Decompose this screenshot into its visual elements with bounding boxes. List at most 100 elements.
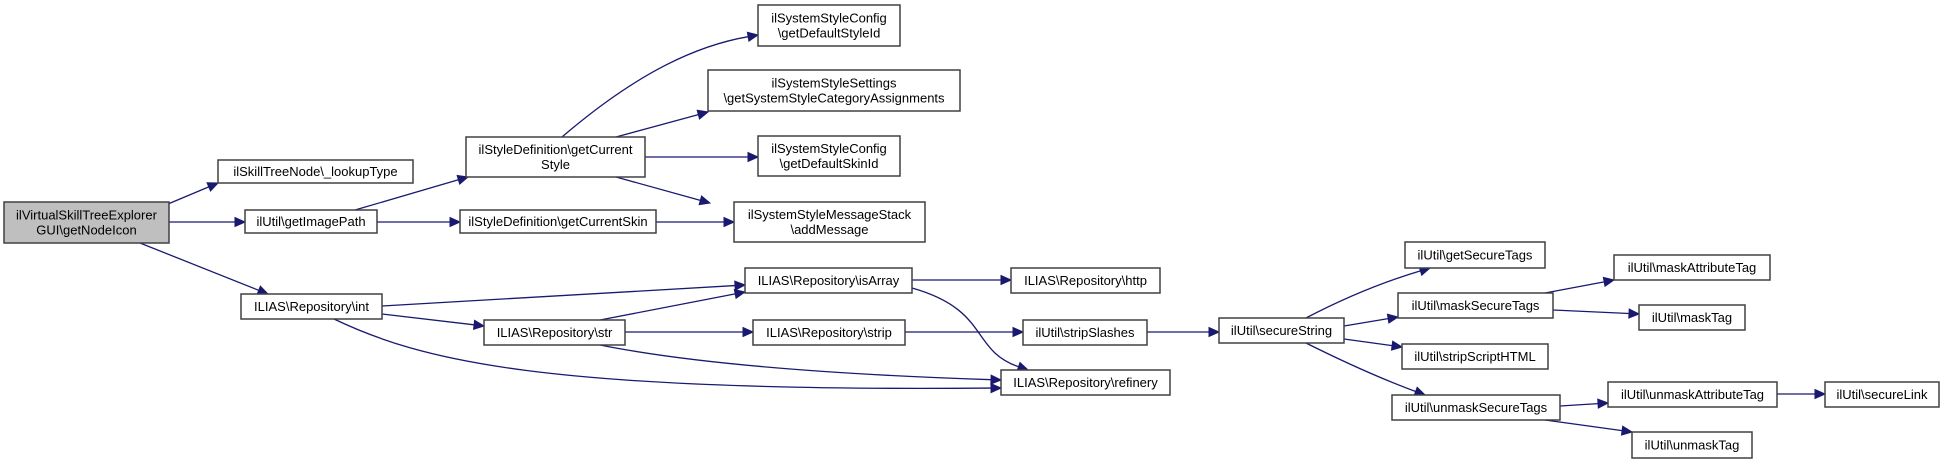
- arrowhead-icon: [723, 216, 736, 228]
- arrowhead-icon: [1208, 326, 1221, 338]
- node-box: [217, 159, 414, 184]
- node-label: ilSystemStyleConfig: [771, 11, 887, 26]
- node-isArray[interactable]: ILIAS\Repository\isArray: [744, 267, 913, 294]
- node-label: Style: [541, 157, 570, 172]
- arrowhead-icon: [746, 31, 760, 42]
- node-addMessage[interactable]: ilSystemStyleMessageStack\addMessage: [733, 201, 926, 243]
- edge-getCurrentStyle-to-categoryAssignments: [615, 109, 710, 138]
- node-label: ilUtil\getSecureTags: [1418, 248, 1533, 263]
- node-lookupType[interactable]: ilSkillTreeNode\_lookupType: [217, 159, 414, 184]
- node-label: ilUtil\stripScriptHTML: [1414, 349, 1535, 364]
- node-label: ilUtil\unmaskSecureTags: [1405, 400, 1548, 415]
- edge-getCurrentStyle-to-getDefaultStyleId: [561, 31, 760, 138]
- node-maskTag[interactable]: ilUtil\maskTag: [1638, 304, 1746, 331]
- node-label: ilUtil\maskTag: [1652, 310, 1732, 325]
- node-categoryAssignments[interactable]: ilSystemStyleSettings\getSystemStyleCate…: [707, 69, 961, 112]
- arrowhead-icon: [1386, 313, 1400, 324]
- node-box: [483, 319, 626, 346]
- edge-unmaskAttributeTag-to-secureLink: [1777, 388, 1827, 400]
- node-unmaskSecureTags[interactable]: ilUtil\unmaskSecureTags: [1391, 394, 1561, 421]
- node-stripSlashes[interactable]: ilUtil\stripSlashes: [1022, 319, 1148, 346]
- arrowhead-icon: [742, 326, 755, 338]
- arrowhead-icon: [698, 195, 712, 206]
- node-refinery[interactable]: ILIAS\Repository\refinery: [1000, 369, 1171, 396]
- node-box: [757, 4, 901, 47]
- node-repoInt[interactable]: ILIAS\Repository\int: [240, 293, 383, 320]
- node-box: [1010, 267, 1161, 294]
- node-getDefaultStyleId[interactable]: ilSystemStyleConfig\getDefaultStyleId: [757, 4, 901, 47]
- edge-line: [381, 313, 475, 326]
- edge-secureString-to-maskSecureTags: [1343, 313, 1400, 327]
- node-box: [1404, 241, 1546, 269]
- node-stripScriptHTML[interactable]: ilUtil\stripScriptHTML: [1401, 343, 1549, 370]
- edge-line: [561, 36, 749, 138]
- node-box: [459, 209, 657, 234]
- edge-repoStr-to-refinery: [599, 344, 1003, 385]
- arrowhead-icon: [990, 374, 1003, 385]
- edge-line: [381, 284, 736, 307]
- edge-stripSlashes-to-secureString: [1147, 326, 1221, 338]
- node-box: [1631, 431, 1753, 459]
- node-box: [707, 69, 961, 112]
- edge-getCurrentStyle-to-getDefaultSkinId: [645, 151, 760, 163]
- node-maskSecureTags[interactable]: ilUtil\maskSecureTags: [1397, 292, 1554, 319]
- edge-line: [1559, 402, 1599, 407]
- node-label: ilSkillTreeNode\_lookupType: [233, 164, 397, 179]
- edge-root-to-repoInt: [139, 242, 270, 296]
- node-label: ilUtil\unmaskAttributeTag: [1621, 387, 1764, 402]
- node-root[interactable]: ilVirtualSkillTreeExplorerGUI\getNodeIco…: [3, 201, 170, 244]
- edge-line: [1552, 309, 1630, 315]
- arrowhead-icon: [472, 319, 486, 331]
- node-label: ILIAS\Repository\refinery: [1013, 375, 1158, 390]
- edge-maskSecureTags-to-maskTag: [1552, 308, 1641, 319]
- node-box: [744, 267, 913, 294]
- arrowhead-icon: [1620, 425, 1634, 436]
- node-getCurrentSkin[interactable]: ilStyleDefinition\getCurrentSkin: [459, 209, 657, 234]
- edge-line: [1343, 338, 1393, 347]
- node-box: [1218, 317, 1345, 344]
- node-box: [1607, 381, 1778, 408]
- node-strip[interactable]: ILIAS\Repository\strip: [752, 319, 906, 346]
- node-label: ilUtil\stripSlashes: [1036, 325, 1135, 340]
- node-label: ILIAS\Repository\isArray: [758, 273, 900, 288]
- arrowhead-icon: [1628, 308, 1641, 319]
- node-secureString[interactable]: ilUtil\secureString: [1218, 317, 1345, 344]
- node-maskAttributeTag[interactable]: ilUtil\maskAttributeTag: [1613, 254, 1771, 281]
- edge-line: [615, 113, 699, 138]
- node-getImagePath[interactable]: ilUtil\getImagePath: [244, 209, 378, 234]
- node-label: \getDefaultStyleId: [778, 26, 881, 41]
- edge-secureString-to-stripScriptHTML: [1343, 338, 1404, 351]
- node-unmaskTag[interactable]: ilUtil\unmaskTag: [1631, 431, 1753, 459]
- node-label: ilStyleDefinition\getCurrentSkin: [468, 214, 647, 229]
- node-repoStr[interactable]: ILIAS\Repository\str: [483, 319, 626, 346]
- node-secureLink[interactable]: ilUtil\secureLink: [1824, 381, 1940, 408]
- edge-repoInt-to-repoStr: [381, 313, 486, 331]
- edge-repoInt-to-isArray: [381, 280, 747, 307]
- edge-line: [599, 293, 736, 321]
- edge-line: [333, 318, 992, 390]
- edges-layer: [139, 31, 1827, 436]
- edge-line: [1343, 318, 1389, 327]
- node-getSecureTags[interactable]: ilUtil\getSecureTags: [1404, 241, 1546, 269]
- node-label: ILIAS\Repository\http: [1024, 273, 1147, 288]
- edge-line: [911, 287, 1019, 368]
- arrowhead-icon: [1000, 274, 1013, 286]
- edge-line: [1544, 419, 1623, 432]
- node-http[interactable]: ILIAS\Repository\http: [1010, 267, 1161, 294]
- node-unmaskAttributeTag[interactable]: ilUtil\unmaskAttributeTag: [1607, 381, 1778, 408]
- node-label: GUI\getNodeIcon: [36, 223, 136, 238]
- node-box: [1401, 343, 1549, 370]
- node-label: ilUtil\maskAttributeTag: [1628, 260, 1757, 275]
- node-label: ilUtil\secureLink: [1836, 387, 1928, 402]
- edge-getImagePath-to-getCurrentSkin: [377, 216, 462, 228]
- node-box: [3, 201, 170, 244]
- arrowhead-icon: [1012, 326, 1025, 338]
- node-label: ilUtil\maskSecureTags: [1412, 298, 1540, 313]
- node-label: \addMessage: [790, 222, 868, 237]
- edge-line: [139, 242, 259, 291]
- node-box: [757, 135, 901, 177]
- arrowhead-icon: [734, 280, 747, 291]
- node-getDefaultSkinId[interactable]: ilSystemStyleConfig\getDefaultSkinId: [757, 135, 901, 177]
- edge-root-to-lookupType: [167, 182, 220, 205]
